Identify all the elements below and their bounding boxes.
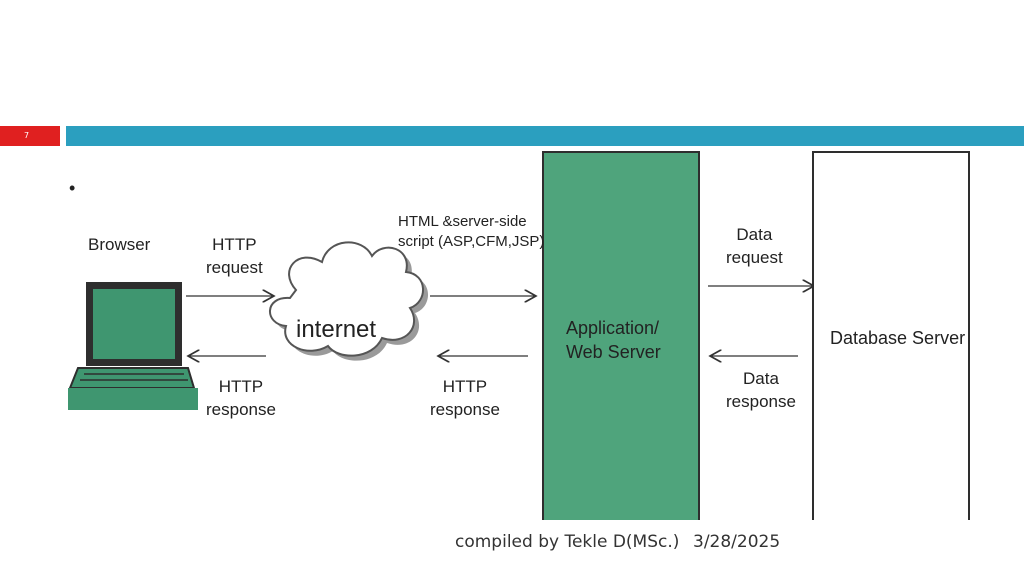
laptop-icon <box>68 282 198 410</box>
http-request-label: HTTP request <box>206 235 263 277</box>
slide-number: 7 <box>24 131 30 140</box>
app-server-label: Application/ Web Server <box>566 318 661 363</box>
web-architecture-diagram: Browser HTTP request HTTP response inter… <box>66 150 1024 520</box>
script-label: HTML &server-side script (ASP,CFM,JSP) <box>398 213 545 251</box>
http-response-label-mid: HTTP response <box>430 377 500 419</box>
bullet-point: • <box>69 178 76 198</box>
diagram-graphics <box>68 151 970 520</box>
http-response-label-left: HTTP response <box>206 377 276 419</box>
footer-date: 3/28/2025 <box>693 532 781 552</box>
internet-label: internet <box>296 316 377 343</box>
footer-author: compiled by Tekle D(MSc.) <box>455 532 680 552</box>
database-server-box <box>812 151 970 520</box>
app-server-box <box>542 151 700 520</box>
database-server-label: Database Server <box>830 328 966 348</box>
slide-number-bar: 7 <box>0 126 60 146</box>
browser-label: Browser <box>88 235 151 254</box>
data-response-label: Data response <box>726 369 796 411</box>
internet-cloud-icon <box>269 241 429 361</box>
data-request-label: Data request <box>726 225 783 267</box>
title-accent-bar <box>66 126 1024 146</box>
